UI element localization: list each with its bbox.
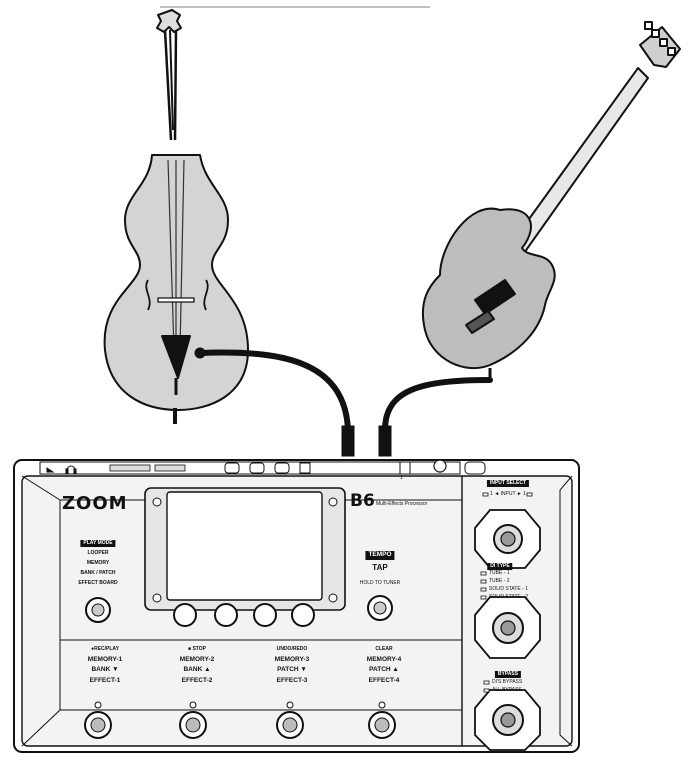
playmode-line: MEMORY xyxy=(86,560,110,566)
playmode-line: BANK / PATCH xyxy=(80,570,116,576)
tempo-sub: HOLD TO TUNER xyxy=(359,580,401,586)
playmode-line: LOOPER xyxy=(87,550,109,556)
bypass-header: BYPASS xyxy=(494,671,522,678)
di-type-item: SOLID STATE - 2 xyxy=(489,594,528,600)
footswitch-2-l3: BANK ▲ xyxy=(183,666,211,673)
tempo-header: TEMPO xyxy=(365,551,395,560)
bypass-item: ALL BYPASS xyxy=(492,687,522,693)
footswitch-1-l2: MEMORY-1 xyxy=(87,656,123,663)
model-subtitle: Multi-Effects Processor xyxy=(376,501,428,507)
footswitch-2-l2: MEMORY-2 xyxy=(179,656,215,663)
footswitch-3-l1: UNDO/REDO xyxy=(276,646,308,652)
di-type-header: DI TYPE xyxy=(487,563,513,570)
footswitch-3-l4: EFFECT-3 xyxy=(276,677,308,684)
knob-icon xyxy=(85,595,393,623)
footswitch-3-l3: PATCH ▼ xyxy=(277,666,307,673)
footswitch-icon xyxy=(84,701,396,739)
knob-icon xyxy=(173,603,315,627)
footswitch-2-l4: EFFECT-2 xyxy=(181,677,213,684)
di-type-item: TUBE - 2 xyxy=(489,578,510,584)
device-body xyxy=(13,459,580,753)
di-type-item: SOLID STATE - 1 xyxy=(489,586,528,592)
footswitch-4-l4: EFFECT-4 xyxy=(368,677,400,684)
footswitch-1-l4: EFFECT-1 xyxy=(89,677,121,684)
input-select-header: INPUT SELECT xyxy=(486,480,530,487)
input-select-line: 1 ◄ INPUT ► 1 xyxy=(490,491,526,497)
footswitch-4-l1: CLEAR xyxy=(375,646,393,652)
electric-bass-icon xyxy=(421,21,681,380)
playmode-line: EFFECT BOARD xyxy=(78,580,118,586)
footswitch-1-l3: BANK ▼ xyxy=(91,666,119,673)
model-name: B6 xyxy=(350,491,375,511)
cable-icon xyxy=(194,347,493,457)
tempo-label: TAP xyxy=(372,563,388,572)
footswitch-1-l1: ●REC/PLAY xyxy=(91,646,119,652)
di-type-item: TUBE - 1 xyxy=(489,570,510,576)
brand-logo: ZOOM xyxy=(62,493,128,514)
playmode-header: PLAY MODE xyxy=(80,540,116,547)
headphones-icon xyxy=(46,465,77,474)
footswitch-3-l2: MEMORY-3 xyxy=(274,656,310,663)
footswitch-2-l1: ■ STOP xyxy=(188,646,206,652)
footswitch-icon xyxy=(474,509,541,751)
output-port-label: 1 xyxy=(400,475,403,481)
upright-bass-icon xyxy=(103,9,249,424)
bypass-item: DI'S BYPASS xyxy=(492,679,523,685)
footswitch-4-l3: PATCH ▲ xyxy=(369,666,399,673)
footswitch-4-l2: MEMORY-4 xyxy=(366,656,402,663)
